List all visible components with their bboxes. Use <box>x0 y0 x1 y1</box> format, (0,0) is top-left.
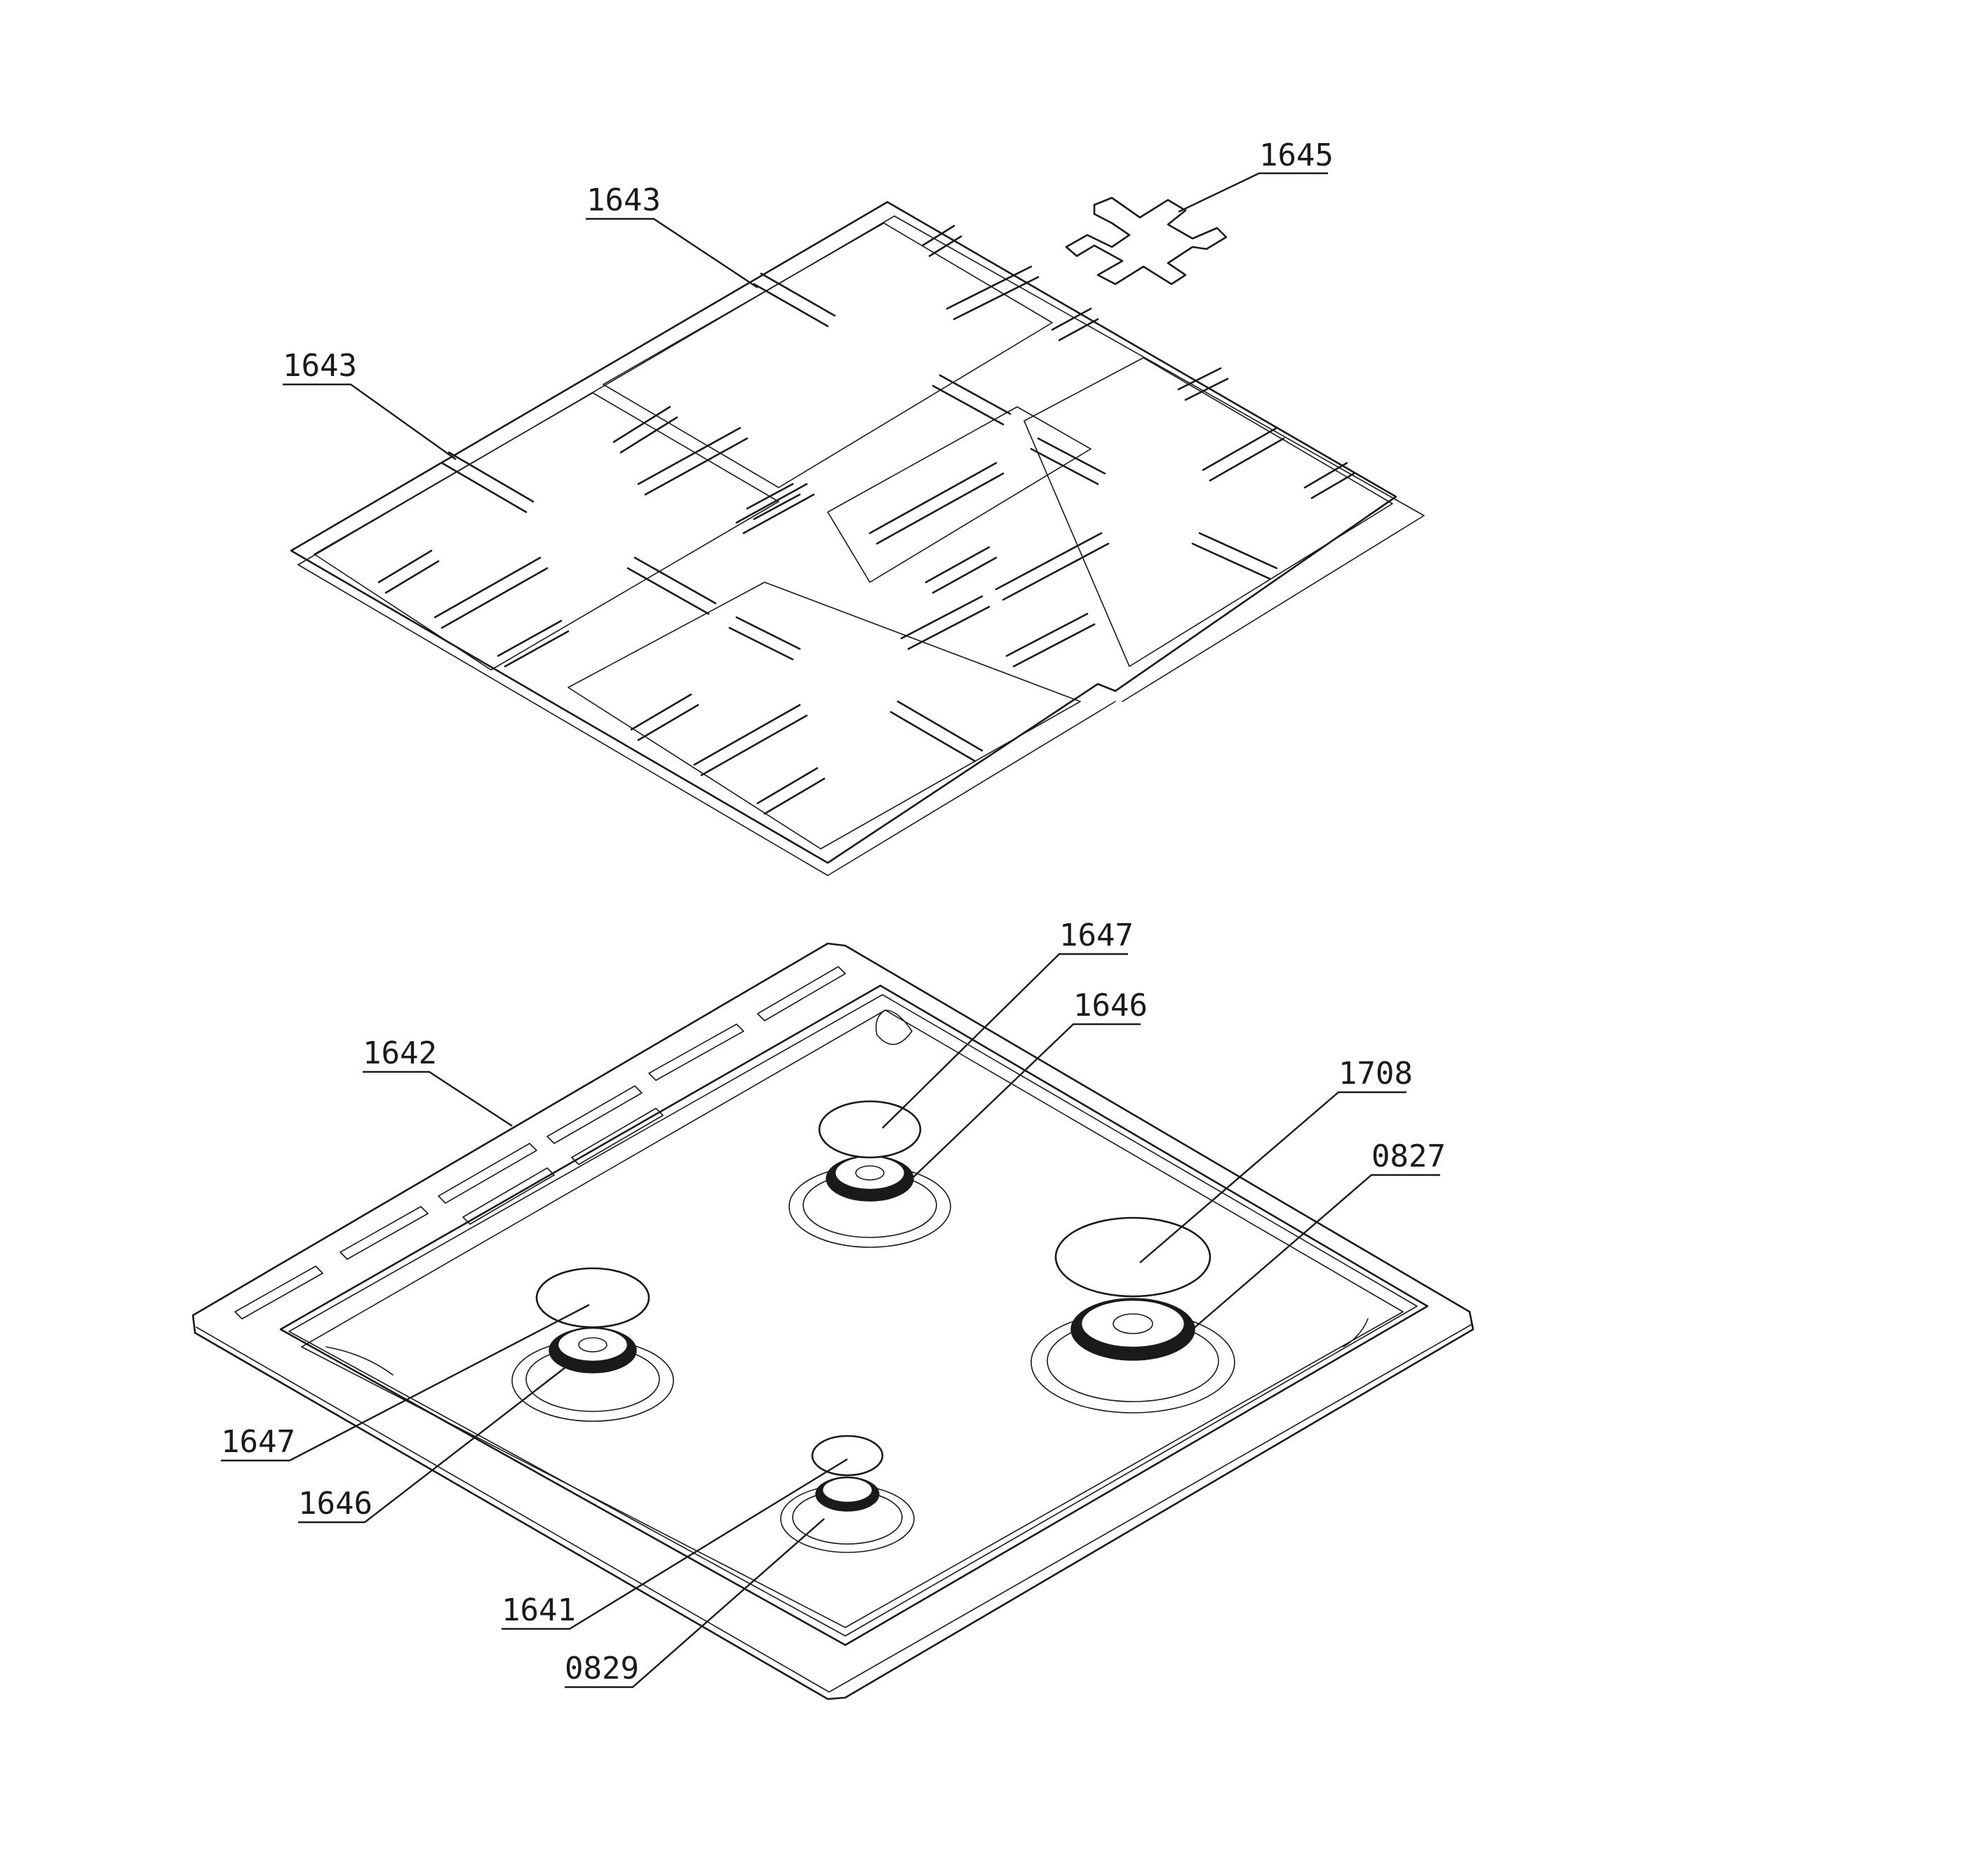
grate-ribs <box>377 224 1355 815</box>
callout-cap-left: 1647 <box>221 1303 590 1462</box>
callout-label: 0829 <box>565 1651 639 1686</box>
burner-small <box>780 1435 915 1553</box>
callout-label: 1645 <box>1259 137 1334 173</box>
callout-label: 1646 <box>1073 988 1148 1023</box>
callout-grate-top: 1643 <box>586 182 758 289</box>
callout-label: 1646 <box>298 1486 372 1522</box>
callout-burner-small: 0829 <box>565 1518 825 1689</box>
callout-burner-large: 0827 <box>1192 1139 1446 1330</box>
burner-top <box>788 1100 951 1248</box>
hob-panel-body <box>192 942 1475 1700</box>
callout-label: 1708 <box>1338 1056 1413 1092</box>
burner-cap-top <box>818 1100 922 1159</box>
vent-slots <box>234 966 846 1320</box>
hob-outer-edge <box>192 942 1475 1700</box>
callout-label: 1647 <box>1059 918 1134 953</box>
callout-label: 1643 <box>283 348 357 384</box>
callout-cap-small: 1641 <box>502 1458 848 1630</box>
callout-label: 0827 <box>1371 1139 1446 1174</box>
callout-cap-large: 1708 <box>1139 1056 1413 1263</box>
callout-head-top: 1646 <box>911 988 1148 1179</box>
burner-cap-left <box>535 1267 650 1329</box>
pan-supports-assembly <box>290 201 1425 876</box>
burner-cap-small <box>811 1435 884 1477</box>
callout-head-left: 1646 <box>298 1367 565 1524</box>
callout-cap-top: 1647 <box>882 918 1134 1129</box>
callout-hob-panel: 1642 <box>363 1035 513 1127</box>
callout-label: 1642 <box>363 1035 437 1071</box>
cross-pan-support <box>1065 196 1228 286</box>
grate-outline <box>290 201 1397 864</box>
callout-grate-left: 1643 <box>283 348 457 460</box>
callout-label: 1641 <box>502 1592 576 1628</box>
burner-left <box>511 1267 674 1422</box>
burner-large <box>1030 1216 1235 1414</box>
burner-cap-large <box>1054 1216 1211 1298</box>
callout-label: 1647 <box>221 1424 295 1460</box>
callout-label: 1643 <box>586 182 661 218</box>
callout-cross-support: 1645 <box>1178 137 1334 213</box>
